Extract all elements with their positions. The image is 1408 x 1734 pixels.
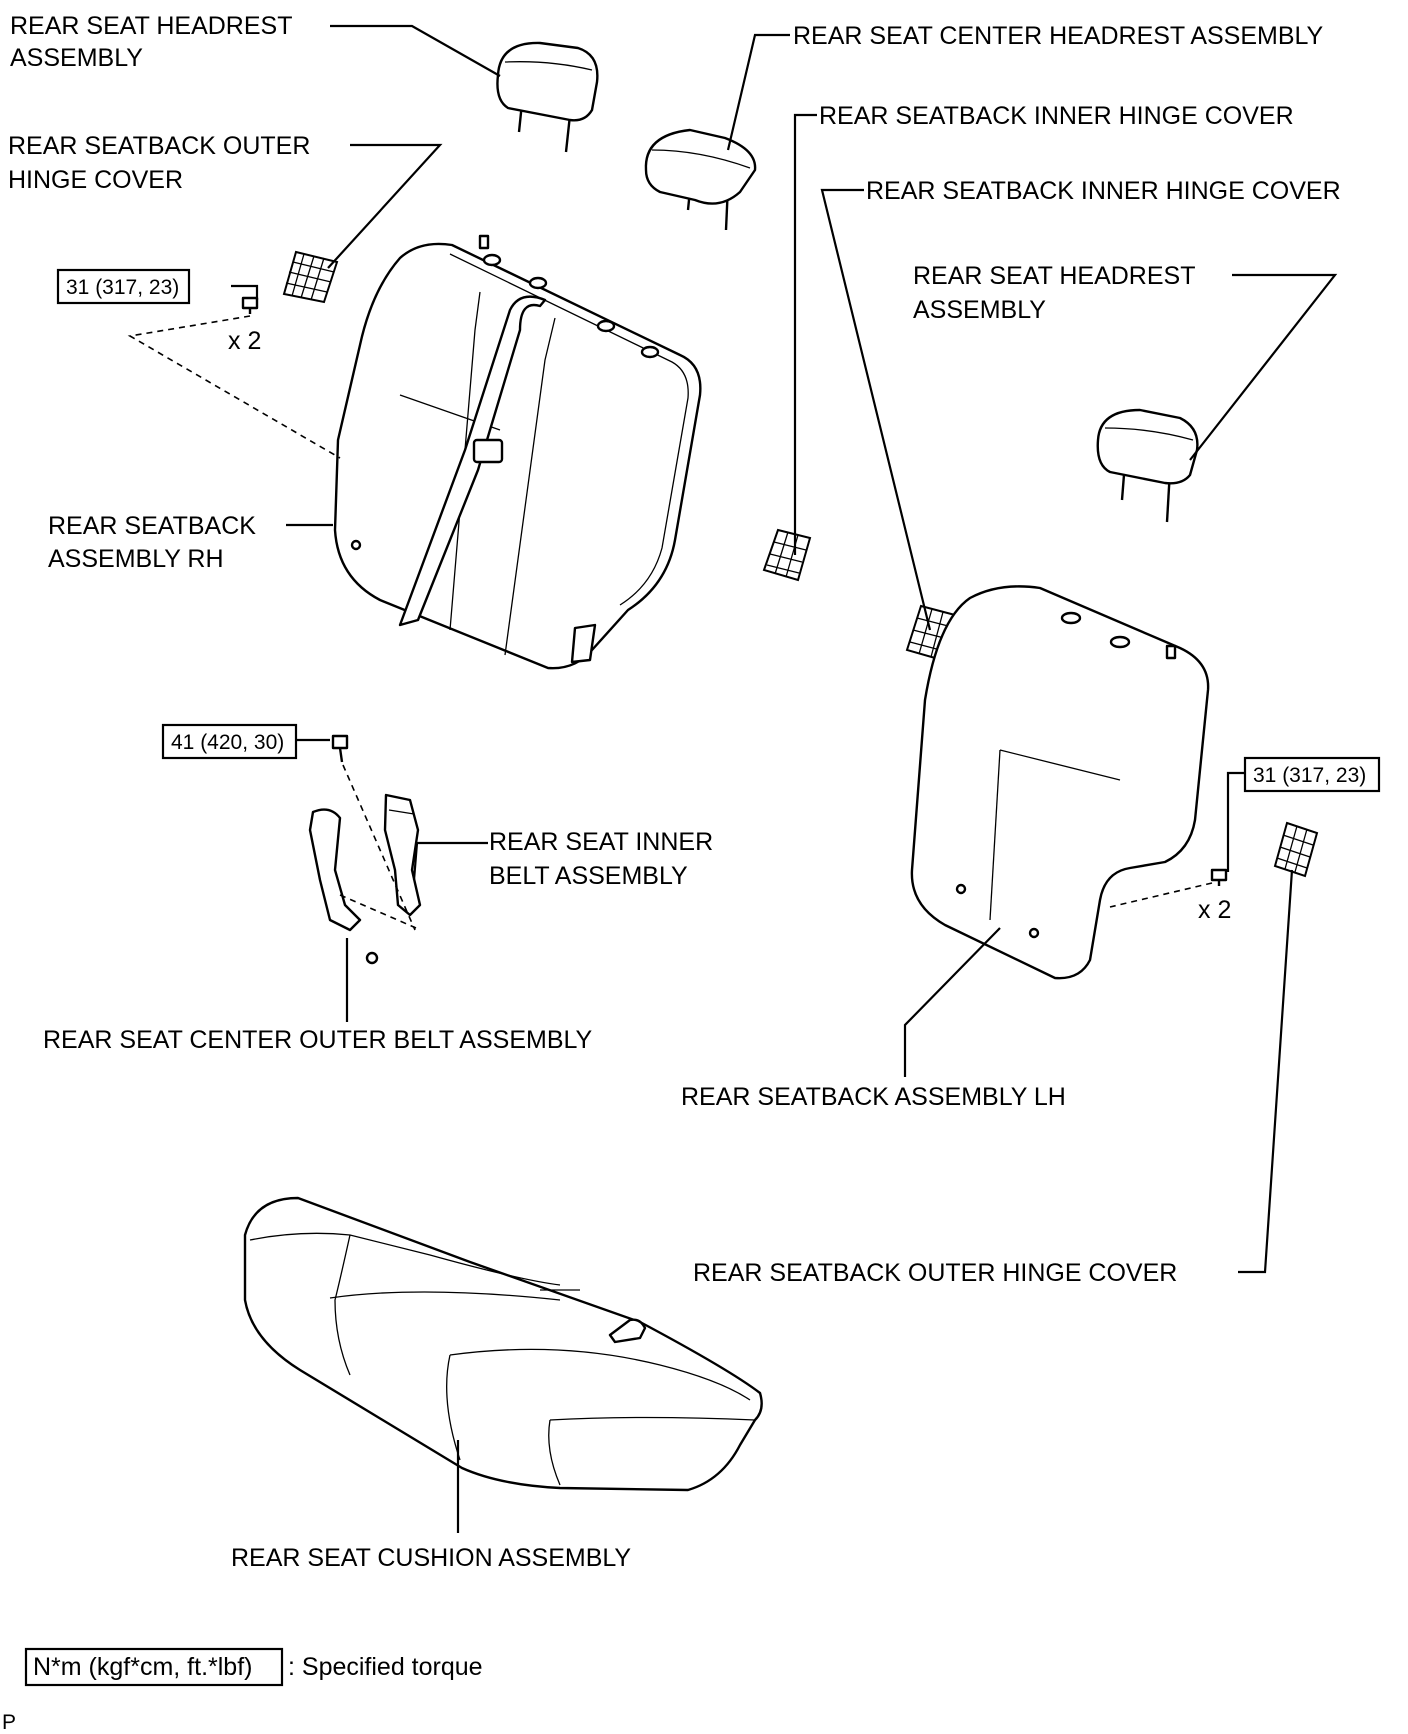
dash-belt-bolt xyxy=(342,764,416,931)
leader-inner-hinge-a xyxy=(793,113,817,555)
rh-headrest-part xyxy=(496,41,599,153)
label-lh-headrest-line1: REAR SEAT HEADREST xyxy=(913,262,1195,290)
inner-belt-part xyxy=(383,793,422,917)
legend-unit-box xyxy=(24,1647,284,1687)
center-headrest-part xyxy=(644,128,757,231)
qty-lh-bolts: x 2 xyxy=(1198,896,1231,924)
leader-lh-headrest xyxy=(1189,273,1338,461)
torque-box-belt xyxy=(161,723,298,760)
rh-outer-hinge-cover-part xyxy=(282,250,339,304)
inner-hinge-cover-a-part xyxy=(762,528,812,582)
corner-code: P xyxy=(2,1711,16,1734)
label-seatback-rh-line1: REAR SEATBACK xyxy=(48,512,256,540)
rh-seatback-bolt-part xyxy=(241,296,259,314)
label-inner-hinge-cover-b: REAR SEATBACK INNER HINGE COVER xyxy=(866,177,1341,205)
label-seatback-rh-line2: ASSEMBLY RH xyxy=(48,545,224,573)
leader-lh-outer-hinge xyxy=(1238,869,1294,1274)
label-inner-belt-line2: BELT ASSEMBLY xyxy=(489,862,688,890)
seat-cushion-part xyxy=(243,1196,763,1492)
label-seatback-lh: REAR SEATBACK ASSEMBLY LH xyxy=(681,1083,1066,1111)
lh-headrest-part xyxy=(1096,408,1199,523)
dash-belt-anchor xyxy=(339,894,417,929)
lh-outer-hinge-cover-part xyxy=(1273,821,1319,878)
leader-inner-belt xyxy=(412,841,488,881)
lh-seatback-bolt-part xyxy=(1210,868,1228,886)
leader-rh-bolt xyxy=(231,284,259,300)
label-center-outer-belt: REAR SEAT CENTER OUTER BELT ASSEMBLY xyxy=(43,1026,593,1054)
leader-inner-hinge-b xyxy=(820,188,932,631)
torque-belt-bolt: 41 (420, 30) xyxy=(171,731,284,754)
leader-rh-outer-hinge xyxy=(327,143,443,269)
label-inner-belt-line1: REAR SEAT INNER xyxy=(489,828,713,856)
label-rh-outer-hinge-line1: REAR SEATBACK OUTER xyxy=(8,132,310,160)
torque-box-lh xyxy=(1243,756,1381,793)
label-rh-headrest-line1: REAR SEAT HEADREST xyxy=(10,12,292,40)
legend-description: : Specified torque xyxy=(288,1653,483,1681)
label-rh-outer-hinge-line2: HINGE COVER xyxy=(8,166,183,194)
leader-rh-headrest xyxy=(330,24,501,77)
leader-seatback-lh xyxy=(903,927,1001,1077)
label-rh-headrest-line2: ASSEMBLY xyxy=(10,44,143,72)
torque-rh-seatback-bolt: 31 (317, 23) xyxy=(66,276,179,299)
label-seat-cushion: REAR SEAT CUSHION ASSEMBLY xyxy=(231,1544,631,1572)
label-inner-hinge-cover-a: REAR SEATBACK INNER HINGE COVER xyxy=(819,102,1294,130)
center-outer-belt-part xyxy=(308,808,379,965)
label-center-headrest: REAR SEAT CENTER HEADREST ASSEMBLY xyxy=(793,22,1324,50)
qty-rh-bolts: x 2 xyxy=(228,327,261,355)
seatback-lh-part xyxy=(910,585,1210,980)
seatback-rh-part xyxy=(333,234,702,670)
belt-bolt-part xyxy=(331,734,349,763)
torque-lh-seatback-bolt: 31 (317, 23) xyxy=(1253,764,1366,787)
dash-lh-bolt xyxy=(1109,882,1213,908)
leader-lh-bolt xyxy=(1226,771,1245,872)
torque-box-rh xyxy=(56,268,191,305)
label-lh-headrest-line2: ASSEMBLY xyxy=(913,296,1046,324)
label-lh-outer-hinge-cover: REAR SEATBACK OUTER HINGE COVER xyxy=(693,1259,1177,1287)
dash-rh-bolt xyxy=(127,315,341,459)
leader-center-headrest xyxy=(726,33,790,151)
legend-unit-text: N*m (kgf*cm, ft.*lbf) xyxy=(33,1653,252,1681)
